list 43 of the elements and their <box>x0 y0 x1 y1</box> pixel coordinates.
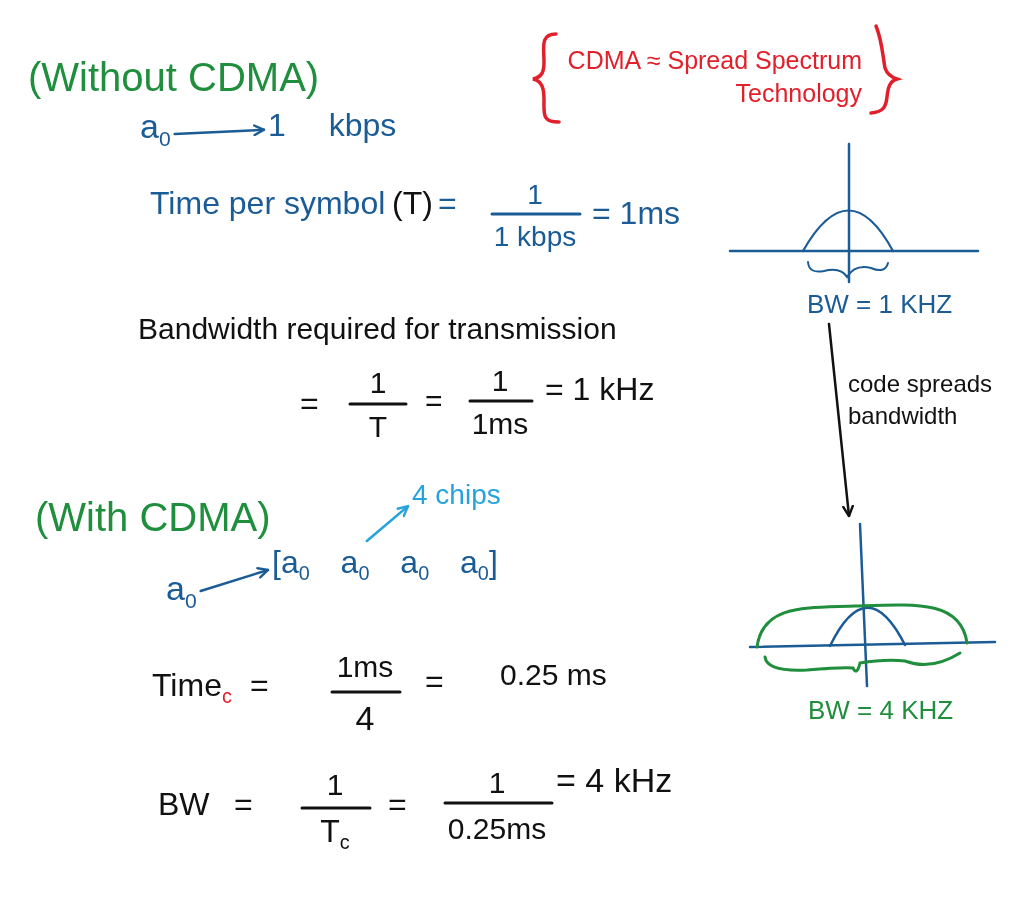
equals-sign: = <box>425 384 443 417</box>
annotation-text: 4 chips <box>412 480 501 511</box>
variable-text: (T) <box>392 186 433 222</box>
data-rate-text: 1 kbps <box>268 108 397 144</box>
equals-sign: = <box>300 386 319 422</box>
equals-sign: = <box>250 668 269 704</box>
fraction-numerator: 1 <box>491 364 509 397</box>
symbol-text: a$_{0}$ <box>166 570 197 612</box>
fraction-denominator: 1ms <box>471 407 529 440</box>
variable-text: Time$_{c}$ <box>152 668 232 709</box>
result-text: = 1 kHz <box>545 372 655 408</box>
fraction-numerator: 1 <box>326 768 344 801</box>
formula-text: Bandwidth required for transmission <box>138 312 617 345</box>
bandwidth-label: BW = 4 KHZ <box>808 696 954 725</box>
section-heading: (With CDMA) <box>35 495 271 539</box>
symbol-text: a$_{0}$ <box>140 108 171 150</box>
fraction-numerator: 1ms <box>336 650 394 683</box>
fraction-numerator: 1 <box>369 366 387 399</box>
fraction-numerator: 1 <box>527 180 543 211</box>
arrow <box>173 124 266 137</box>
result-text: = 4 kHz <box>556 762 673 800</box>
fraction-denominator: 4 <box>355 700 375 738</box>
equals-sign: = <box>234 787 253 823</box>
edge-label: code spreads bandwidth <box>848 369 994 432</box>
section-heading: (Without CDMA) <box>28 55 320 99</box>
fraction-denominator: 1 kbps <box>493 222 577 253</box>
result-text: = 1ms <box>592 196 681 232</box>
bandwidth-label: BW = 1 KHZ <box>807 290 953 319</box>
equals-sign: = <box>425 664 444 700</box>
formula-text: Time per symbol <box>150 186 386 222</box>
chip-sequence-text: [a$_{0}$ a$_{0}$ a$_{0}$ a$_{0}$] <box>272 545 498 586</box>
fraction-numerator: 1 <box>488 766 506 799</box>
arrow <box>827 322 854 518</box>
arrow <box>365 504 410 543</box>
fraction-denominator: T <box>368 410 388 443</box>
fraction-denominator: 0.25ms <box>447 812 547 845</box>
arrow <box>199 567 270 593</box>
fraction-denominator: T$_{c}$ <box>320 814 350 855</box>
equals-sign: = <box>388 787 407 823</box>
definition-note: CDMA ≈ Spread Spectrum Technology <box>566 45 862 109</box>
variable-text: BW <box>158 787 210 823</box>
equals-sign: = <box>438 186 457 222</box>
result-text: 0.25 ms <box>500 658 607 691</box>
